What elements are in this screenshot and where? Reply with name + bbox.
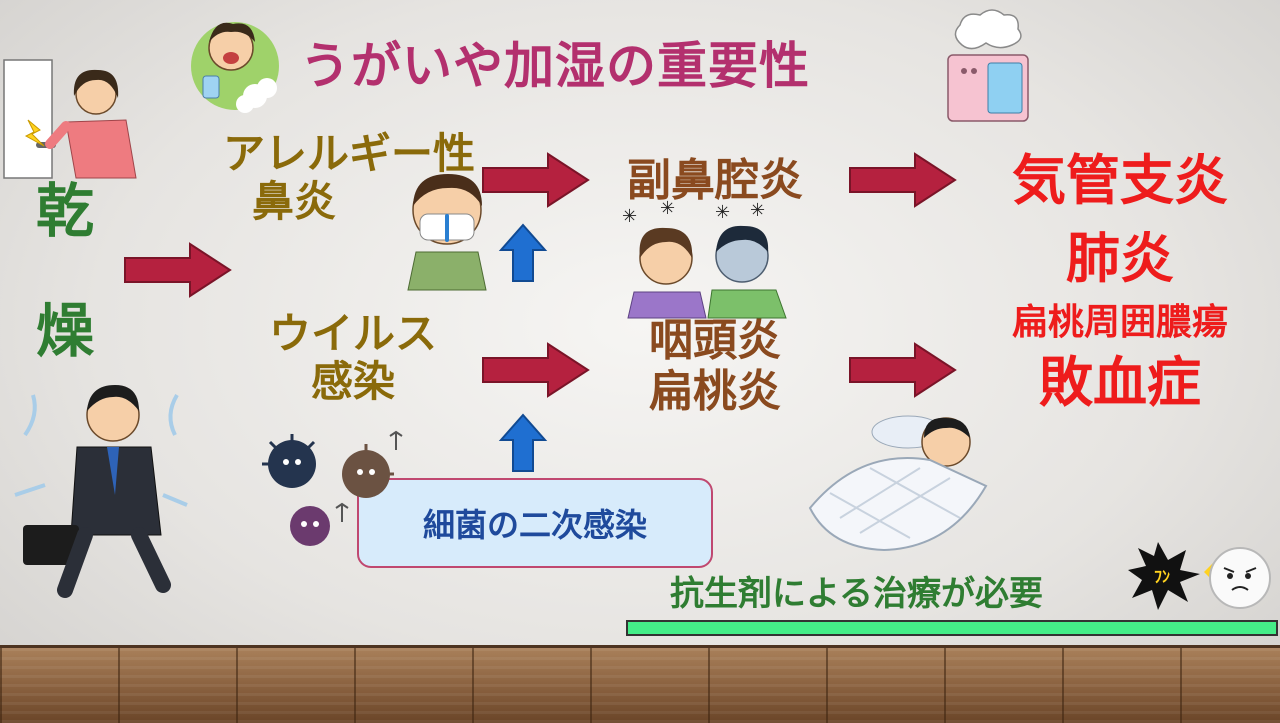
pharyngitis-line1: 咽頭炎	[649, 315, 781, 366]
svg-text:✳: ✳	[622, 206, 637, 227]
peritonsillar-abscess-label: 扁桃周囲膿瘍	[1011, 302, 1228, 343]
arrow-up-icon	[498, 413, 548, 472]
humidifier-illustration	[947, 9, 1029, 122]
germs-illustration	[262, 430, 403, 546]
page-title: うがいや加湿の重要性	[300, 37, 810, 95]
sepsis-label: 敗血症	[1039, 351, 1201, 414]
svg-text:✳: ✳	[715, 202, 730, 223]
dry-label-line1: 乾	[36, 177, 95, 245]
wooden-floor	[0, 645, 1280, 723]
antibiotic-pill-illustration: ﾌﾝ	[1128, 542, 1271, 610]
arrow-right-icon	[482, 152, 590, 208]
runny-nose-boy-illustration	[407, 174, 487, 291]
shivering-businessman-illustration	[14, 385, 188, 598]
bacterial-secondary-infection-box: 細菌の二次感染	[357, 478, 713, 568]
pharyngitis-line2: 扁桃炎	[649, 365, 781, 417]
antibiotics-bar	[626, 620, 1278, 636]
gargling-boy-illustration	[191, 22, 279, 113]
slide: うがいや加湿の重要性 乾 燥 アレルギー性 鼻炎 ウイルス 感染 副鼻腔炎 咽頭…	[3, 9, 1278, 636]
pharyngitis-label: 咽頭炎 扁桃炎	[600, 315, 830, 417]
svg-text:✳: ✳	[660, 198, 675, 219]
antibiotics-label: 抗生剤による治療が必要	[670, 574, 1043, 614]
bronchitis-label: 気管支炎	[1012, 149, 1228, 212]
static-shock-woman-illustration	[3, 59, 137, 179]
svg-text:ﾌﾝ: ﾌﾝ	[1154, 567, 1170, 586]
pneumonia-label: 肺炎	[1066, 227, 1174, 290]
arrow-right-icon	[124, 242, 232, 298]
viral-infection-label: ウイルス 感染	[222, 309, 484, 407]
arrow-right-icon	[849, 152, 957, 208]
arrow-up-icon	[498, 223, 548, 282]
viral-infection-line1: ウイルス	[268, 309, 437, 358]
sick-people-illustration: ✳ ✳ ✳ ✳	[622, 198, 787, 319]
allergic-rhinitis-line1: アレルギー性	[222, 129, 475, 178]
allergic-rhinitis-line2: 鼻炎	[251, 177, 336, 227]
dry-label-line2: 燥	[36, 297, 95, 365]
svg-text:✳: ✳	[750, 200, 765, 221]
sick-boy-in-bed-illustration	[808, 415, 988, 552]
arrow-right-icon	[849, 342, 957, 398]
bacterial-secondary-infection-label: 細菌の二次感染	[422, 506, 647, 544]
arrow-right-icon	[482, 342, 590, 398]
allergic-rhinitis-label: アレルギー性 鼻炎	[218, 129, 480, 227]
sinusitis-label: 副鼻腔炎	[627, 155, 803, 206]
viral-infection-line2: 感染	[310, 357, 395, 407]
